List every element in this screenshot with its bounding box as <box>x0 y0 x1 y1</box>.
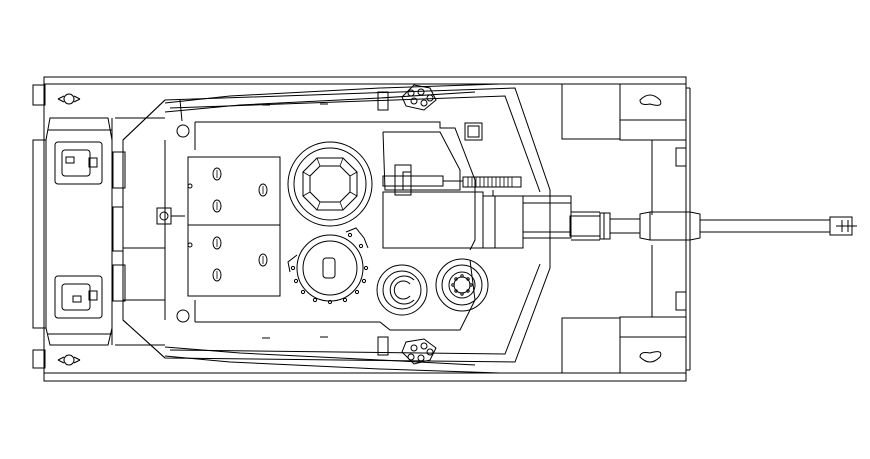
loader-hatch <box>288 228 368 304</box>
right-track-fender <box>165 337 500 373</box>
coax-cooling-fins <box>468 177 512 187</box>
driver-hatch-left <box>562 84 686 166</box>
coaxial-machine-gun <box>383 165 521 195</box>
main-gun-mantlet <box>383 132 600 248</box>
fume-extractor <box>640 212 700 240</box>
headlight-left <box>676 148 686 166</box>
wind-sensor <box>465 123 482 140</box>
smoke-grenade-launcher-left <box>402 85 436 110</box>
auxiliary-sight <box>436 259 488 311</box>
loader-hatch-bolts <box>291 233 367 303</box>
gunner-sight <box>377 265 427 315</box>
stowage-bolt-set-lower <box>188 237 267 281</box>
engine-deck <box>33 85 165 368</box>
ammo-stowage-box <box>188 157 280 296</box>
headlight-right <box>676 292 686 310</box>
main-gun-barrel <box>570 212 857 240</box>
commander-cupola <box>288 142 372 226</box>
turret <box>123 88 550 362</box>
tow-hooks <box>58 94 80 365</box>
aux-sight-dots <box>452 275 472 295</box>
muzzle-reference-sensor <box>830 217 857 235</box>
smoke-grenade-launcher-right <box>402 339 436 364</box>
driver-hatch-right <box>562 292 686 373</box>
stowage-bolt-set-upper <box>188 168 267 212</box>
left-track-fender <box>165 84 500 121</box>
